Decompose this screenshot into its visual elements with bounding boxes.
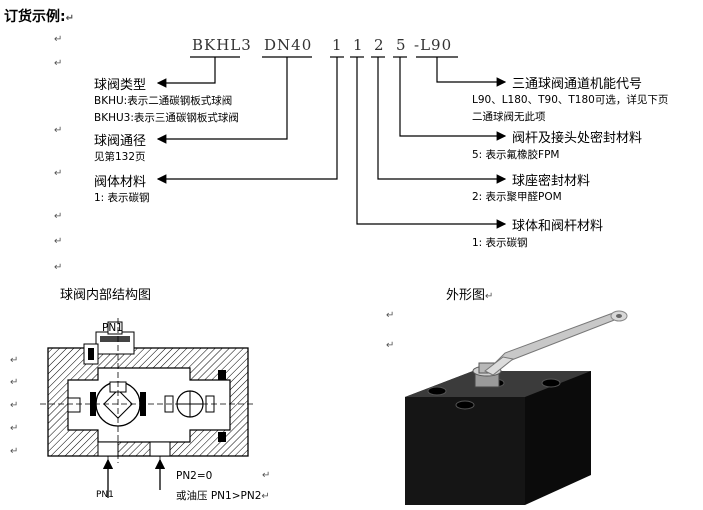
desc-function-code-2way: 二通球阀无此项: [472, 111, 546, 123]
paragraph-mark: ↵: [10, 355, 19, 366]
paragraph-mark: ↵: [54, 211, 63, 222]
paragraph-mark: ↵: [10, 377, 19, 388]
code-stem-seal: 5: [396, 36, 407, 54]
paragraph-mark: ↵: [10, 446, 19, 457]
paragraph-mark: ↵: [262, 470, 271, 481]
code-function: -L90: [414, 36, 453, 54]
label-function-code: 三通球阀通道机能代号: [512, 77, 643, 92]
paragraph-mark: ↵: [54, 236, 63, 247]
desc-function-code-options: L90、L180、T90、T180可选，详见下页: [472, 94, 669, 106]
label-body-material: 阀体材料: [94, 175, 147, 190]
desc-valve-type-2way: BKHU:表示二通碳钢板式球阀: [94, 95, 233, 107]
paragraph-mark: ↵: [54, 34, 63, 45]
label-pressure-note: 或油压 PN1>PN2↵: [176, 490, 270, 502]
valve-cross-section-diagram: [40, 318, 255, 498]
paragraph-mark: ↵: [54, 262, 63, 273]
paragraph-mark: ↵: [386, 310, 395, 321]
block-side: [525, 371, 591, 505]
block-front: [405, 397, 525, 505]
valve-product-photo: [405, 310, 628, 505]
paragraph-mark: ↵: [54, 58, 63, 69]
code-type: BKHL3: [192, 36, 252, 54]
label-valve-bore: 球阀通径: [94, 134, 147, 149]
title-text: 订货示例:: [4, 9, 66, 25]
paragraph-mark: ↵: [54, 168, 63, 179]
label-valve-type: 球阀类型: [94, 78, 147, 93]
label-seat-seal: 球座密封材料: [512, 174, 591, 189]
paragraph-mark: ↵: [54, 125, 63, 136]
desc-body-material: 1: 表示碳钢: [94, 192, 150, 204]
desc-valve-type-3way: BKHU3:表示三通碳钢板式球阀: [94, 112, 239, 124]
label-pn1-top: PN1: [102, 322, 123, 334]
label-ball-stem-material: 球体和阀杆材料: [512, 219, 604, 234]
label-pn2: PN2=0: [176, 470, 213, 482]
page-title: 订货示例:↵: [4, 6, 74, 26]
code-body-material: 1: [332, 36, 343, 54]
photo-caption: 外形图↵: [446, 288, 494, 303]
code-seat-seal: 2: [374, 36, 385, 54]
paragraph-mark: ↵: [386, 340, 395, 351]
desc-ball-stem-material: 1: 表示碳钢: [472, 237, 528, 249]
paragraph-mark: ↵: [10, 423, 19, 434]
desc-valve-bore: 见第132页: [94, 151, 146, 163]
code-ball-material: 1: [353, 36, 364, 54]
paragraph-mark: ↵: [65, 13, 74, 24]
code-dn: DN40: [264, 36, 313, 54]
diagram-caption: 球阀内部结构图: [60, 288, 152, 303]
code-connector-lines: [156, 56, 507, 229]
label-stem-seal: 阀杆及接头处密封材料: [512, 131, 643, 146]
desc-seat-seal: 2: 表示聚甲醛POM: [472, 191, 562, 203]
label-pn1-bottom: PN1: [96, 490, 114, 500]
paragraph-mark: ↵: [10, 400, 19, 411]
desc-stem-seal: 5: 表示氟橡胶FPM: [472, 149, 560, 161]
